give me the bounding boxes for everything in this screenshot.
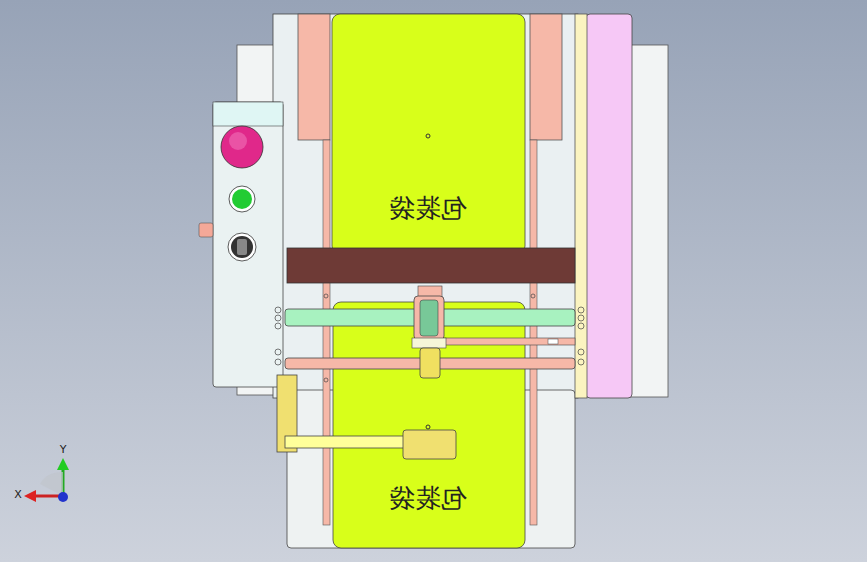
piston-rod — [285, 436, 405, 448]
clamp — [414, 296, 444, 340]
start-button — [232, 189, 252, 209]
selector-switch — [231, 236, 253, 258]
wheel — [420, 300, 438, 336]
hole — [426, 134, 430, 138]
highlight — [229, 132, 247, 150]
side-strip — [575, 14, 587, 398]
guide-rail — [530, 140, 537, 525]
button-ring — [229, 186, 255, 212]
belt-print: 包装袋 — [389, 195, 467, 221]
holes — [275, 294, 584, 382]
switch-ring — [228, 233, 256, 261]
collar — [420, 348, 440, 378]
control-box — [213, 102, 283, 387]
switch-handle — [237, 239, 247, 255]
axis-label: Y — [60, 444, 67, 455]
conveyor-belt — [332, 14, 525, 254]
guide-plate — [530, 14, 562, 140]
hole — [426, 425, 430, 429]
cross-beam — [287, 248, 575, 283]
axis-label: X — [14, 489, 22, 500]
belt-print: 包装袋 — [389, 485, 467, 511]
control-box-top — [213, 102, 283, 126]
cylinder — [403, 430, 456, 459]
axis-triad — [24, 458, 69, 502]
guide-rail — [323, 140, 330, 525]
bracket — [412, 338, 446, 348]
side-cover — [586, 14, 632, 398]
stop-button — [221, 126, 263, 168]
guide-plate — [298, 14, 330, 140]
knob-shaft — [199, 223, 213, 237]
collar — [548, 339, 558, 344]
back-plate — [628, 45, 668, 397]
